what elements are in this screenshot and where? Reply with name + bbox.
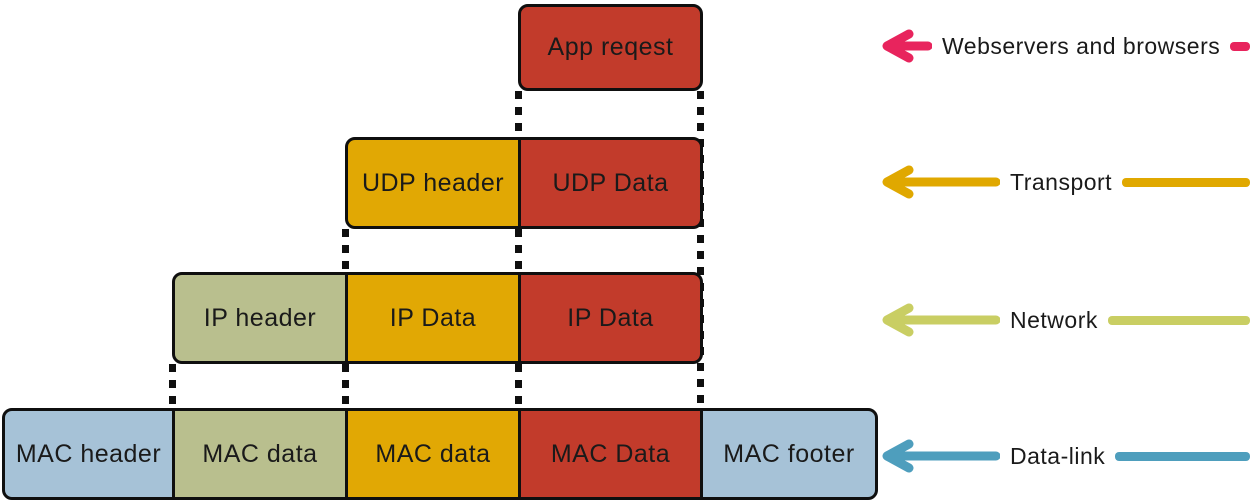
box-label: MAC data — [202, 439, 318, 468]
left-arrow-icon — [882, 303, 1000, 337]
box-mac-header: MAC header — [2, 408, 175, 500]
box-ip-header: IP header — [172, 272, 348, 364]
legend-label: Data-link — [1010, 442, 1106, 469]
connector-dotted-line — [515, 91, 522, 138]
legend-line — [1107, 315, 1250, 325]
box-ip-data-app: IP Data — [518, 272, 703, 364]
left-arrow-icon — [882, 29, 932, 63]
connector-dotted-line — [342, 364, 349, 409]
legend-row-network: Network — [878, 300, 1250, 340]
box-mac-footer: MAC footer — [700, 408, 878, 500]
box-label: MAC header — [15, 439, 162, 468]
box-label: MAC Data — [550, 439, 671, 468]
row-datalink: MAC header MAC data MAC data MAC Data MA… — [2, 408, 878, 500]
connector-dotted-line — [169, 364, 176, 409]
connector-dotted-line — [515, 229, 522, 273]
arrow-stroke — [882, 29, 932, 63]
left-arrow-icon — [882, 165, 1000, 199]
row-network: IP header IP Data IP Data — [172, 272, 703, 364]
box-label: MAC data — [375, 439, 491, 468]
box-label: IP Data — [389, 303, 477, 332]
legend-line — [1122, 177, 1250, 187]
arrow-stroke — [882, 165, 1000, 199]
box-ip-data-udp: IP Data — [345, 272, 521, 364]
legend-row-transport: Transport — [878, 162, 1250, 202]
left-arrow-icon — [882, 439, 1000, 473]
legend-label: Transport — [1010, 168, 1113, 195]
legend-label: Webservers and browsers — [942, 32, 1221, 59]
box-label: IP header — [203, 303, 317, 332]
arrow-stroke — [882, 439, 1000, 473]
row-application: App reqest — [518, 4, 703, 91]
connector-dotted-line — [342, 229, 349, 273]
box-app-request: App reqest — [518, 4, 703, 91]
box-mac-data-ip: MAC data — [172, 408, 348, 500]
connector-dotted-line — [697, 91, 704, 409]
box-mac-data-udp: MAC data — [345, 408, 521, 500]
box-label: UDP Data — [552, 168, 669, 197]
box-udp-header: UDP header — [345, 137, 521, 229]
arrow-stroke — [882, 303, 1000, 337]
legend-row-application: Webservers and browsers — [878, 26, 1250, 66]
box-mac-data-app: MAC Data — [518, 408, 703, 500]
box-label: UDP header — [361, 168, 505, 197]
box-label: MAC footer — [723, 439, 855, 468]
box-label: IP Data — [567, 303, 654, 332]
legend-line — [1230, 41, 1250, 51]
legend-label: Network — [1010, 306, 1098, 333]
legend-row-datalink: Data-link — [878, 436, 1250, 476]
box-label: App reqest — [547, 33, 674, 61]
box-udp-data: UDP Data — [518, 137, 703, 229]
row-transport: UDP header UDP Data — [345, 137, 703, 229]
connector-dotted-line — [515, 364, 522, 409]
legend-line — [1115, 451, 1250, 461]
